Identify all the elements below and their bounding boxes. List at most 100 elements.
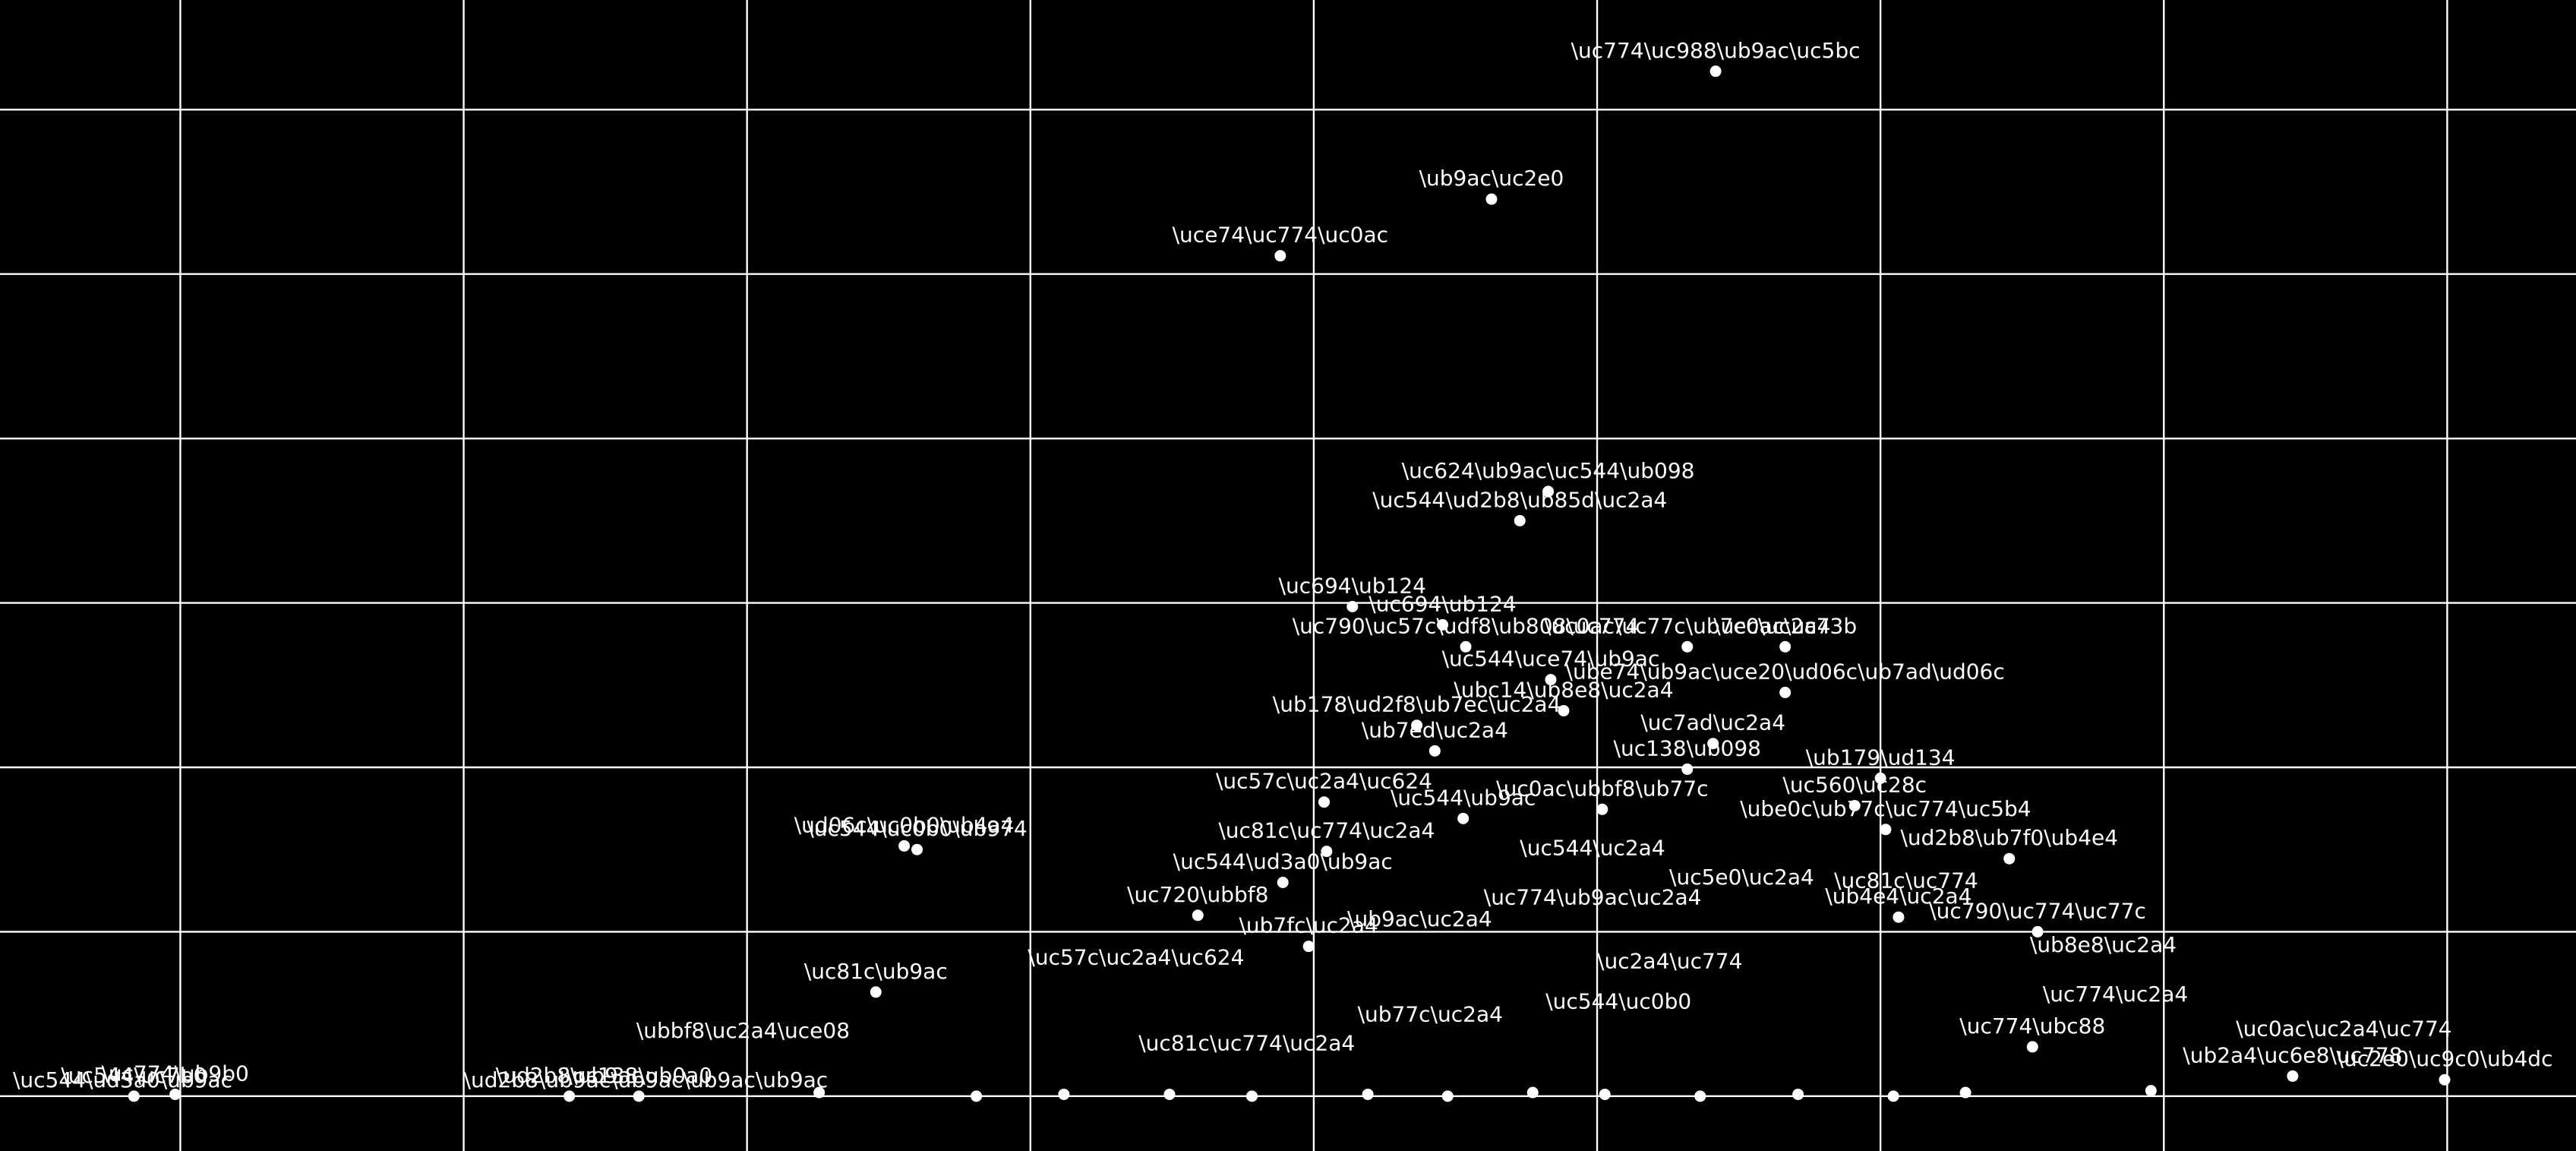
data-point-label-38: \ud2b8\ub9ac	[496, 1063, 643, 1088]
data-point-47	[1526, 1086, 1539, 1099]
annotation-1: \ud2b8\ub9ac\ub9ac\ub9ac\ub9ac	[464, 1067, 829, 1093]
data-point-label-4: \uc544\ud2b8\ub85d\uc2a4	[1372, 487, 1667, 512]
data-point-12	[1558, 704, 1570, 716]
data-point-14	[1428, 745, 1441, 757]
data-point-label-22: \uc81c\uc774\uc2a4	[1218, 818, 1435, 843]
data-point-45	[1362, 1088, 1374, 1100]
data-point-label-17: \ub179\ud134	[1806, 745, 1956, 770]
data-point-34	[2287, 1070, 2299, 1082]
annotation-11: \ub9ac\uc2a4	[1347, 906, 1492, 931]
data-point-29	[1302, 941, 1315, 953]
data-point-6	[1437, 618, 1449, 631]
data-point-38	[564, 1090, 576, 1102]
data-point-33	[2026, 1041, 2038, 1053]
data-point-40	[813, 1086, 826, 1099]
data-point-0	[1709, 65, 1722, 77]
data-point-51	[1887, 1090, 1899, 1102]
annotation-2: \uc57c\uc2a4\uc624	[1028, 945, 1244, 970]
data-point-label-28: \uc720\ubbf8	[1127, 882, 1268, 907]
annotation-13: \uc2a4\uc774	[1597, 949, 1742, 974]
data-point-label-9: \uc0ac\uc73b	[1713, 613, 1857, 638]
points	[128, 65, 2451, 1102]
data-point-label-26: \ud2b8\ub7f0\ub4e4	[1900, 825, 2118, 850]
annotation-5: \uc0ac\uc2a4\uc774	[2236, 1017, 2451, 1042]
data-point-20	[1848, 800, 1861, 811]
data-point-label-15: \uc7ad\uc2a4	[1640, 710, 1785, 735]
data-point-label-37: \uc774\ub9b0	[101, 1061, 248, 1086]
annotation-0: \uc544\ud3a0\ub9ac	[13, 1067, 232, 1093]
annotation-3: \ubbf8\uc2a4\uce08	[636, 1018, 850, 1043]
data-point-label-5: \uc694\ub124	[1279, 573, 1426, 598]
annotation-12: \uc5e0\uc2a4	[1669, 865, 1814, 890]
data-point-label-12: \ubc14\ub8e8\uc2a4	[1454, 677, 1673, 702]
data-point-label-36: \uc544\uc7b0	[61, 1063, 207, 1088]
data-point-24	[911, 843, 923, 855]
data-point-label-7: \uc790\uc57c\udf8\ub808\uc774	[1293, 613, 1640, 638]
data-point-23	[898, 840, 911, 852]
data-point-label-33: \uc774\ubc88	[1959, 1013, 2105, 1039]
data-point-17	[1874, 772, 1886, 784]
data-point-44	[1246, 1090, 1258, 1102]
data-point-label-0: \uc774\uc988\ub9ac\uc5bc	[1571, 38, 1861, 63]
data-point-label-20: \uc560\uc28c	[1782, 773, 1927, 798]
data-point-label-27: \uc544\ud3a0\ub9ac	[1173, 849, 1393, 874]
data-point-32	[870, 986, 882, 998]
data-point-10	[1545, 674, 1557, 686]
data-point-4	[1514, 514, 1526, 526]
data-point-label-19: \uc0ac\ubbf8\ub77c	[1496, 776, 1708, 801]
data-point-7	[1460, 640, 1472, 653]
data-point-label-30: \ub4e4\uc2a4	[1825, 884, 1971, 909]
annotation-14: \uc544\uc0b0	[1545, 988, 1691, 1013]
data-point-19	[1596, 803, 1608, 815]
annotation-15: \ub77c\uc2a4	[1358, 1001, 1503, 1026]
data-point-label-21: \uc544\ub9ac	[1391, 785, 1536, 810]
annotation-7: \ub8e8\uc2a4	[2030, 932, 2177, 957]
data-point-13	[1411, 719, 1423, 732]
data-point-label-11: \ube74\ub9ac\uce20\ud06c\ub7ad\ud06c	[1566, 659, 2005, 684]
data-point-label-23: \ud06c\uc0b0\ub4a4	[794, 812, 1015, 837]
data-point-26	[2003, 852, 2016, 865]
data-point-35	[2439, 1074, 2451, 1086]
data-point-label-29: \ub7fc\uc2a4	[1239, 913, 1378, 938]
data-point-label-18: \uc57c\uc2a4\uc624	[1216, 769, 1432, 794]
data-point-label-1: \ub9ac\uc2e0	[1419, 166, 1564, 191]
data-point-41	[971, 1090, 983, 1102]
data-point-27	[1277, 877, 1289, 888]
data-point-5	[1346, 600, 1359, 612]
annotation-8: \uc81c\uc774	[1834, 868, 1978, 893]
data-point-28	[1192, 909, 1204, 922]
data-point-8	[1681, 640, 1694, 653]
annotation-4: \uc81c\uc774\uc2a4	[1138, 1031, 1355, 1056]
data-point-label-34: \ub2a4\uc6e8\uc778	[2183, 1042, 2402, 1067]
data-point-label-25: \ube0c\ub77c\uc774\uc5b4	[1740, 796, 2031, 821]
data-point-label-14: \ub7ed\uc2a4	[1362, 717, 1508, 742]
data-point-label-2: \uce74\uc774\uc0ac	[1173, 223, 1388, 248]
data-point-52	[1959, 1086, 1971, 1099]
data-point-label-13: \ub178\ud2f8\ub7ec\uc2a4	[1273, 692, 1561, 717]
data-point-label-6: \uc694\ub124	[1368, 591, 1516, 616]
annotation-9: \uc544\uc2a4	[1520, 835, 1665, 860]
data-point-31	[2031, 925, 2044, 938]
data-point-53	[2145, 1085, 2157, 1097]
data-point-49	[1694, 1090, 1706, 1102]
point-labels: \uc774\uc988\ub9ac\uc5bc \ub9ac\uc2e0 \uce…	[61, 38, 2552, 1088]
data-point-label-16: \uc138\ub098	[1614, 735, 1761, 760]
data-point-36	[128, 1090, 140, 1102]
data-point-46	[1441, 1090, 1454, 1102]
data-point-30	[1893, 911, 1905, 923]
data-point-2	[1274, 250, 1286, 262]
data-point-50	[1792, 1088, 1804, 1100]
data-point-label-10: \uc544\uce74\ub9ac	[1442, 647, 1660, 672]
data-point-label-31: \uc790\uc774\uc77c	[1929, 898, 2146, 923]
data-point-37	[169, 1088, 182, 1100]
data-point-39	[633, 1090, 645, 1102]
data-point-42	[1058, 1088, 1070, 1100]
data-point-18	[1318, 796, 1330, 808]
data-point-11	[1779, 686, 1792, 698]
annotation-6: \uc774\uc2a4	[2043, 982, 2188, 1007]
data-point-label-3: \uc624\ub9ac\uc544\ub098	[1402, 458, 1695, 483]
data-point-9	[1779, 640, 1792, 653]
